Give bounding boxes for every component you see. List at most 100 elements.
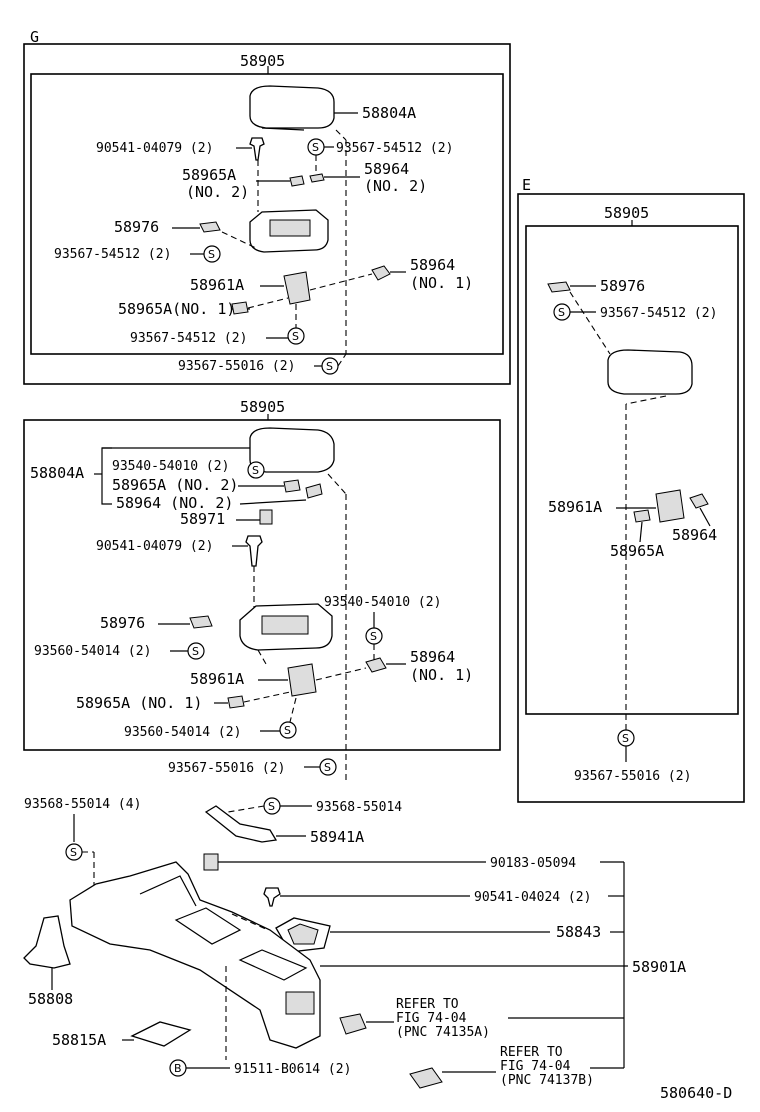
label-58964-no2: 58964 <box>364 160 409 178</box>
label-58964-no2-mid: 58964 (NO. 2) <box>116 494 233 512</box>
label-58965a-no2-sub: (NO. 2) <box>186 183 249 201</box>
plate-58976-icon <box>547 281 571 293</box>
clip-58965a-no1-icon <box>227 695 245 709</box>
section-e-outer-frame <box>517 193 745 803</box>
console-assembly: 93568-55014 (4) S S 93568-55014 58941A 9… <box>23 797 732 1102</box>
clip-58965a-icon <box>289 175 305 187</box>
armrest-lid-58804a <box>249 85 335 129</box>
label-58965a-no1: 58965A(NO. 1) <box>118 300 235 318</box>
ref1-line2: FIG 74-04 <box>396 1011 467 1026</box>
label-93560-54014-b: 93560-54014 (2) <box>124 725 241 740</box>
section-e-inner-frame <box>525 225 739 715</box>
section-g-outer-frame <box>23 43 511 385</box>
section-mid: 58905 58804A 93540-54010 (2) S 58965A (N… <box>23 398 501 780</box>
armrest-lid-e-icon <box>607 349 693 395</box>
label-58965a-no2-mid: 58965A (NO. 2) <box>112 476 238 494</box>
svg-text:S: S <box>252 464 259 477</box>
label-58901a: 58901A <box>632 958 686 976</box>
bezel-74137b-icon <box>409 1067 443 1089</box>
label-90541-04079-mid: 90541-04079 (2) <box>96 539 213 554</box>
label-58976-mid: 58976 <box>100 614 145 632</box>
label-93567-54512-mid: 93567-54512 (2) <box>54 247 171 262</box>
label-93567-54512-top: 93567-54512 (2) <box>336 141 453 156</box>
clip-58964-no1-icon <box>371 265 391 281</box>
screw-symbol-icon <box>319 758 337 776</box>
label-93568-55014: 93568-55014 <box>316 800 402 815</box>
label-58941a: 58941A <box>310 828 364 846</box>
hinge-58961a-icon <box>287 663 317 697</box>
screw-90541-icon <box>249 137 265 161</box>
screw-symbol-icon <box>247 461 265 479</box>
section-g: G 58905 58804A 90541-04079 (2) S 93567-5… <box>23 28 511 385</box>
label-58964-no1-sub-mid: (NO. 1) <box>410 666 473 684</box>
clip-58964-icon <box>309 173 325 183</box>
label-58804a: 58804A <box>362 104 416 122</box>
svg-text:S: S <box>208 248 215 261</box>
ref2-line2: FIG 74-04 <box>500 1059 571 1074</box>
label-58976-e: 58976 <box>600 277 645 295</box>
svg-text:S: S <box>268 800 275 813</box>
svg-text:S: S <box>312 141 319 154</box>
boot-58808-icon <box>23 915 71 969</box>
screw-symbol-icon <box>203 245 221 263</box>
label-93560-54014-a: 93560-54014 (2) <box>34 644 151 659</box>
section-mid-assy-label: 58905 <box>240 398 285 416</box>
label-58964-no1: 58964 <box>410 256 455 274</box>
screw-90541-icon <box>245 535 263 567</box>
clip-58964-icon <box>689 493 709 509</box>
ref2-line3: (PNC 74137B) <box>500 1073 594 1088</box>
svg-text:S: S <box>326 360 333 373</box>
svg-text:S: S <box>558 306 565 319</box>
section-g-inner-frame <box>30 73 504 355</box>
screw-symbol-icon <box>187 642 205 660</box>
bezel-74135a-icon <box>339 1013 367 1035</box>
label-91511-b0614: 91511-B0614 (2) <box>234 1062 351 1077</box>
diagram-id: 580640-D <box>660 1084 732 1102</box>
screw-90541-04024-icon <box>263 887 281 907</box>
label-93567-55016-g: 93567-55016 (2) <box>178 359 295 374</box>
label-93540-54010-a: 93540-54010 (2) <box>112 459 229 474</box>
label-58971: 58971 <box>180 510 225 528</box>
section-e-assy-label: 58905 <box>604 204 649 222</box>
clip-58964-icon <box>305 483 323 499</box>
section-g-assy-label: 58905 <box>240 52 285 70</box>
svg-text:S: S <box>70 846 77 859</box>
label-58964-no1-sub: (NO. 1) <box>410 274 473 292</box>
svg-text:S: S <box>324 761 331 774</box>
clip-58965a-icon <box>633 509 651 523</box>
label-58808: 58808 <box>28 990 73 1008</box>
label-58964-no1-mid: 58964 <box>410 648 455 666</box>
ref1-line3: (PNC 74135A) <box>396 1025 490 1040</box>
section-g-letter: G <box>30 28 39 46</box>
mat-58815a-icon <box>130 1021 192 1047</box>
ref1-line1: REFER TO <box>396 997 459 1012</box>
clip-90183-icon <box>203 853 219 871</box>
clip-58965a-icon <box>283 479 301 493</box>
plate-58976-icon <box>199 221 221 233</box>
section-mid-frame <box>23 419 501 751</box>
label-58961a: 58961A <box>190 276 244 294</box>
section-e: E 58905 58976 S 93567-54512 (2) 58961A 5… <box>517 176 745 803</box>
label-93568-55014-4: 93568-55014 (4) <box>24 797 141 812</box>
label-58804a-mid: 58804A <box>30 464 84 482</box>
clip-58964-no1-icon <box>365 657 387 673</box>
svg-text:S: S <box>192 645 199 658</box>
svg-text:S: S <box>622 732 629 745</box>
label-58964-e: 58964 <box>672 526 717 544</box>
label-93540-54010-b: 93540-54010 (2) <box>324 595 441 610</box>
hinge-58961a-icon <box>655 489 685 523</box>
label-93567-55016-mid: 93567-55016 (2) <box>168 761 285 776</box>
label-58961a-mid: 58961A <box>190 670 244 688</box>
plate-58976-icon <box>189 615 213 629</box>
section-e-letter: E <box>522 176 531 194</box>
label-58965a-e: 58965A <box>610 542 664 560</box>
screw-symbol-icon <box>279 721 297 739</box>
hinge-58961a-icon <box>283 271 311 305</box>
label-93567-55016-e: 93567-55016 (2) <box>574 769 691 784</box>
svg-text:S: S <box>284 724 291 737</box>
label-58965a-no1-mid: 58965A (NO. 1) <box>76 694 202 712</box>
label-93567-54512-bot: 93567-54512 (2) <box>130 331 247 346</box>
label-58843: 58843 <box>556 923 601 941</box>
